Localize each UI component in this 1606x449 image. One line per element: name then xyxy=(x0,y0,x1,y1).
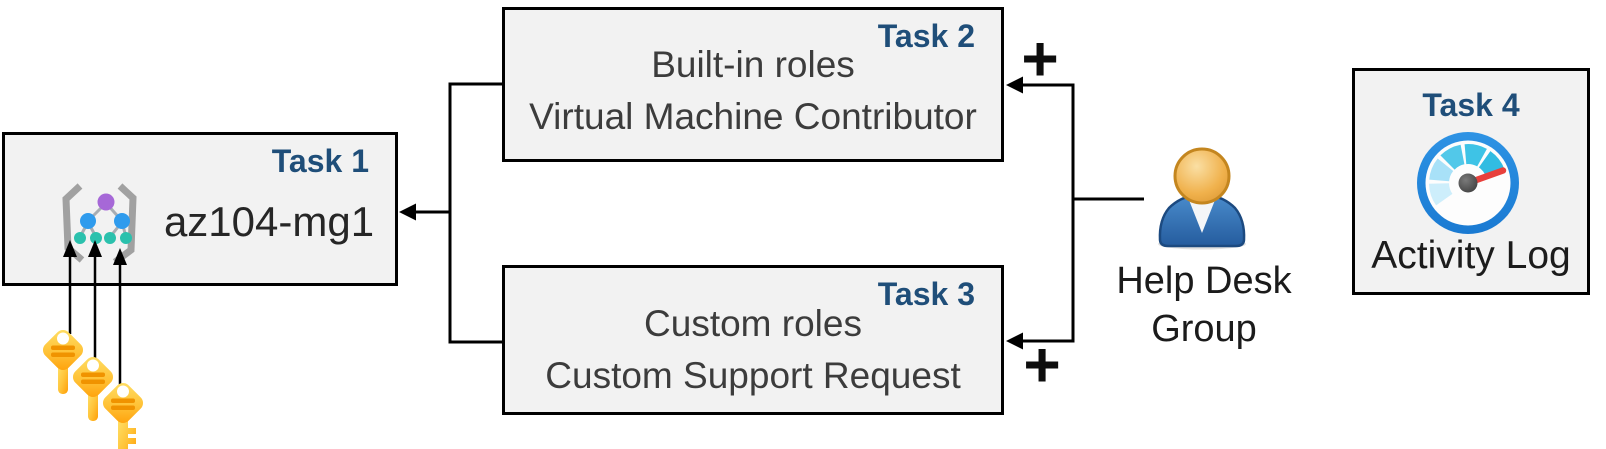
bracket-left xyxy=(62,183,85,263)
tree-node xyxy=(80,213,96,229)
help-desk-line1: Help Desk xyxy=(1116,260,1292,302)
gauge-segments xyxy=(1429,144,1505,206)
arrowhead-into-task1 xyxy=(399,203,416,221)
user-icon xyxy=(1158,147,1246,250)
user-body xyxy=(1158,193,1246,248)
plus-sign-task3: + xyxy=(1023,328,1061,401)
tree-leaf xyxy=(90,232,102,244)
task3-box: Task 3 Custom roles Custom Support Reque… xyxy=(502,265,1004,415)
tree-leaf xyxy=(74,232,86,244)
gauge-hub xyxy=(1458,173,1478,193)
user-collar xyxy=(1187,195,1217,233)
task2-label: Task 2 xyxy=(877,18,975,54)
key-icon xyxy=(42,329,84,394)
task1-label: Task 1 xyxy=(271,143,369,179)
connector-roles-to-mg xyxy=(415,82,503,344)
help-desk-group-caption: Help Desk Group xyxy=(1104,258,1304,354)
management-group-icon xyxy=(62,183,137,265)
task4-label: Task 4 xyxy=(1422,87,1520,123)
key-icon xyxy=(102,382,144,449)
activity-log-gauge-icon xyxy=(1417,132,1519,234)
help-desk-line2: Group xyxy=(1151,307,1257,350)
plus-sign-task2: + xyxy=(1021,22,1059,95)
task2-line1: Built-in roles xyxy=(651,43,855,85)
task4-box: Task 4 Activity Log xyxy=(1352,68,1590,295)
tree-node xyxy=(114,213,130,229)
activity-log-title: Activity Log xyxy=(1371,234,1571,277)
task3-label: Task 3 xyxy=(877,276,975,312)
task1-box: Task 1 az104-mg1 xyxy=(2,132,398,286)
keys-icon xyxy=(42,329,144,449)
tree-leaf xyxy=(120,232,132,244)
user-head xyxy=(1173,147,1231,205)
task2-box: Task 2 Built-in roles Virtual Machine Co… xyxy=(502,7,1004,162)
arrowhead-into-task3 xyxy=(1006,332,1023,350)
task3-line1: Custom roles xyxy=(644,303,862,345)
management-group-name: az104-mg1 xyxy=(163,198,375,245)
task2-line2: Virtual Machine Contributor xyxy=(529,95,977,137)
tree-leaf xyxy=(104,232,116,244)
tree-root-node xyxy=(97,193,115,211)
task3-line2: Custom Support Request xyxy=(545,355,961,396)
key-icon xyxy=(72,356,114,421)
